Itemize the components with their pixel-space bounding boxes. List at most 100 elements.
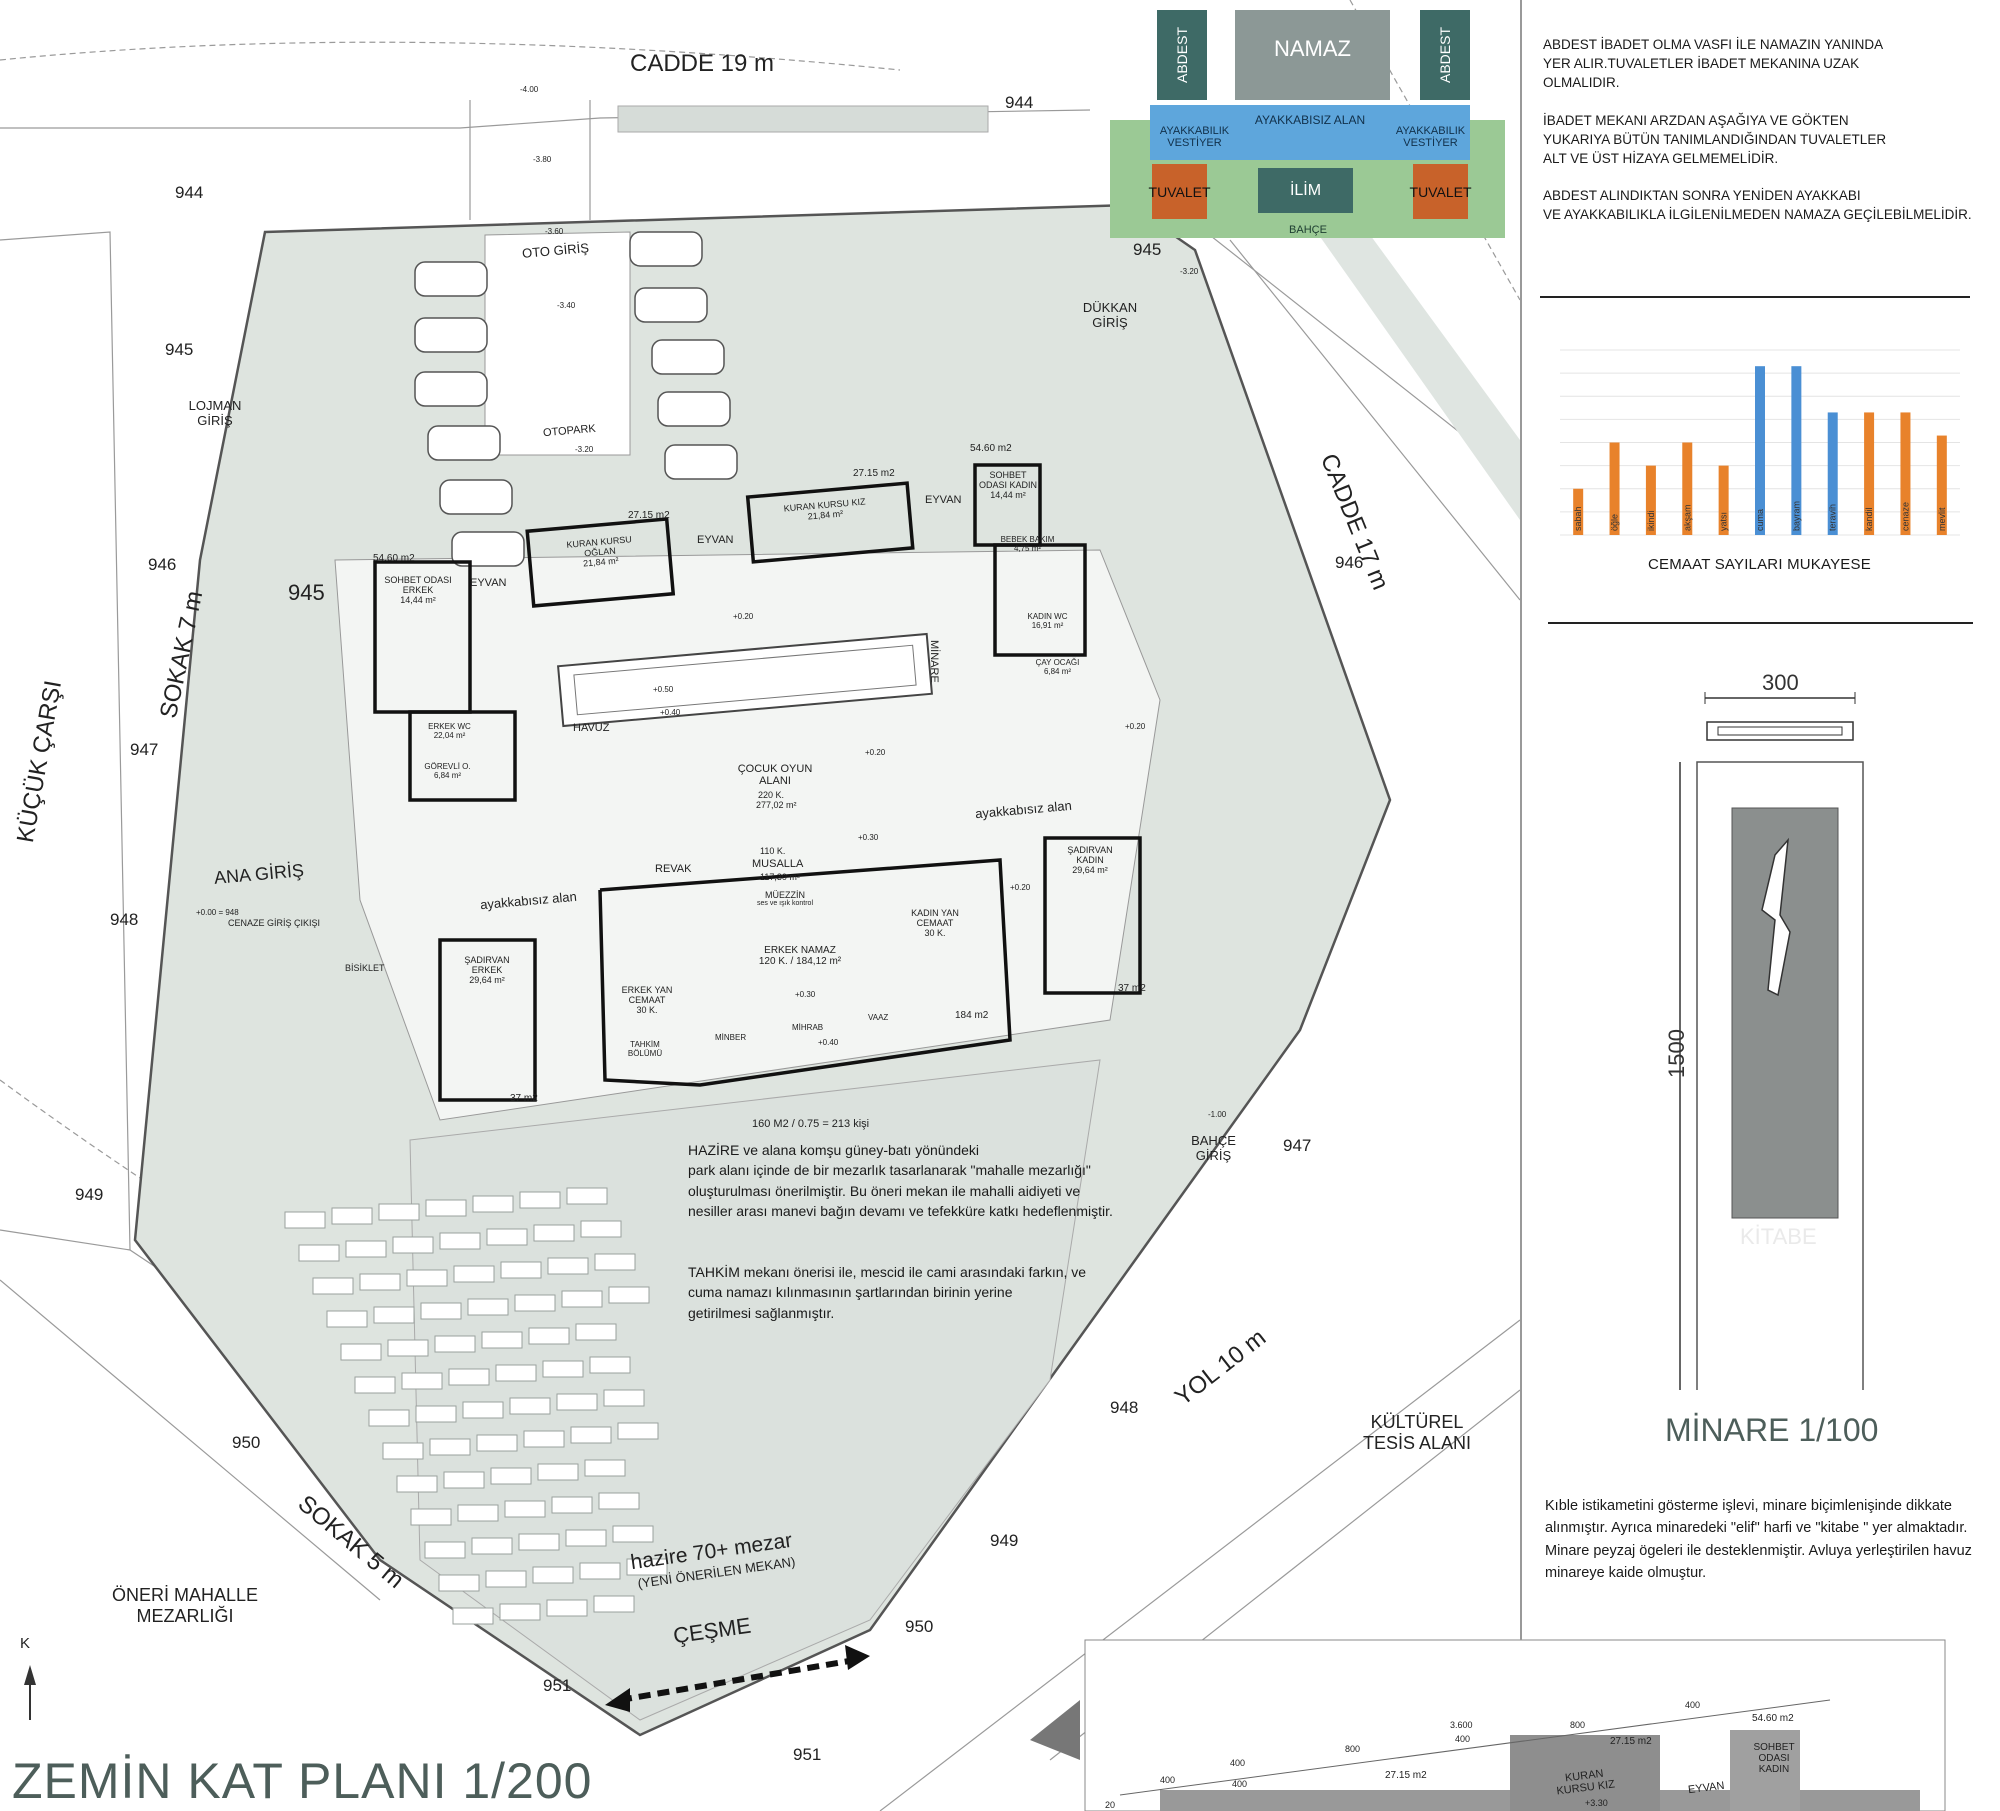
grave-plot — [495, 1364, 537, 1382]
room-total: 27.15 m2 — [853, 468, 895, 479]
chart-bar — [1682, 442, 1693, 535]
contour-label: 947 — [130, 740, 159, 759]
room-total: 54.60 m2 — [373, 553, 415, 564]
grave-plot — [434, 1335, 476, 1353]
note-abdest-1: ABDEST İBADET OLMA VASFI İLE NAMAZIN YAN… — [1543, 37, 1884, 90]
grave-plot — [589, 1356, 631, 1374]
grave-plot — [462, 1401, 504, 1419]
grave-plot — [284, 1211, 326, 1229]
cocuk-oyun-area: 277,02 m² — [756, 800, 797, 810]
chart-bar — [1755, 366, 1765, 535]
section-elev: +3.30 — [1585, 1798, 1608, 1808]
grave-plot — [298, 1244, 340, 1262]
section-dim: 400 — [1230, 1758, 1246, 1768]
contour-label: 948 — [110, 910, 139, 929]
note-abdest-3: ABDEST ALINDIKTAN SONRA YENİDEN AYAKKABI… — [1543, 188, 1972, 222]
grave-plot — [499, 1603, 541, 1621]
grave-plot — [594, 1253, 636, 1271]
area-eyvan: EYVAN — [925, 494, 962, 506]
grave-plot — [528, 1327, 570, 1345]
note-tahkim: TAHKİM mekanı önerisi ile, mescid ile ca… — [688, 1264, 1087, 1321]
grave-plot — [439, 1232, 481, 1250]
havuz-inner — [573, 644, 917, 716]
note-abdest-2: İBADET MEKANI ARZDAN AŞAĞIYA VE GÖKTEN Y… — [1543, 113, 1887, 166]
entrance-lojman: LOJMAN GİRİŞ — [188, 398, 242, 428]
minare-title: MİNARE 1/100 — [1665, 1412, 1879, 1448]
grave-plot — [331, 1207, 373, 1225]
minare-drawing — [1679, 692, 1864, 1390]
grave-plot — [570, 1426, 612, 1444]
grave-plot — [326, 1310, 368, 1328]
kitabe-label: KİTABE — [1740, 1224, 1817, 1249]
grave-plot — [396, 1475, 438, 1493]
contour-label: 946 — [1335, 553, 1364, 572]
grave-plot — [518, 1533, 560, 1551]
grave-plot — [410, 1508, 452, 1526]
elevation-mark: +0.20 — [865, 748, 886, 757]
grave-plot — [603, 1389, 645, 1407]
grave-plot — [471, 1537, 513, 1555]
chart-tick-label: ikindi — [1646, 510, 1656, 531]
section-area: 27.15 m2 — [1385, 1770, 1427, 1781]
chart-tick-label: öğle — [1610, 514, 1620, 531]
room-total: 37 m2 — [510, 1093, 538, 1104]
room-minber: MİNBER — [715, 1033, 747, 1042]
street-cadde-19: CADDE 19 m — [630, 50, 775, 77]
elevation-mark: +0.20 — [1125, 722, 1146, 731]
grave-plot — [340, 1343, 382, 1361]
area-minare: MİNARE — [928, 640, 940, 683]
grave-plot — [584, 1459, 626, 1477]
north-arrow-icon — [24, 1665, 36, 1720]
capacity-calc: 160 M2 / 0.75 = 213 kişi — [752, 1118, 870, 1130]
elevation-mark: -3.20 — [575, 445, 594, 454]
grave-plot — [579, 1562, 621, 1580]
section-dim: 800 — [1345, 1744, 1361, 1754]
chart-tick-label: kandil — [1864, 507, 1874, 531]
kible-letter: K — [20, 1635, 31, 1652]
divider-line — [1540, 296, 1970, 298]
grave-plot — [547, 1257, 589, 1275]
diagram-namaz: NAMAZ — [1235, 10, 1390, 100]
grave-plot — [452, 1607, 494, 1625]
room-mihrab: MİHRAB — [792, 1023, 824, 1032]
contour-label: 951 — [793, 1745, 822, 1764]
chart-tick-label: cuma — [1755, 509, 1765, 531]
building-walls — [373, 463, 1142, 1102]
area-musalla: MUSALLA — [752, 858, 804, 870]
minare-width-label: 300 — [1762, 670, 1799, 695]
grave-plot — [401, 1372, 443, 1390]
elevation-mark: +0.30 — [858, 833, 879, 842]
grave-plot — [485, 1570, 527, 1588]
entrance-bisiklet: BİSİKLET — [345, 963, 385, 973]
grave-plot — [457, 1504, 499, 1522]
diagram-tuvalet-right: TUVALET — [1410, 164, 1472, 219]
entrance-bahce: BAHÇE GİRİŞ — [1191, 1133, 1236, 1163]
elevation-mark: +0.20 — [1010, 883, 1031, 892]
diagram-ilim: İLİM — [1258, 168, 1353, 213]
elevation-mark: -3.40 — [557, 301, 576, 310]
elevation-mark: -3.60 — [545, 227, 564, 236]
section-area: 54.60 m2 — [1752, 1713, 1794, 1724]
note-hazire: HAZİRE ve alana komşu güney-batı yönünde… — [688, 1142, 1113, 1219]
chart-tick-label: sabah — [1573, 506, 1583, 531]
chart-bar — [1573, 488, 1584, 535]
contour-label: 945 — [288, 580, 325, 605]
grave-plot — [312, 1277, 354, 1295]
grave-plot — [626, 1558, 668, 1576]
grave-plot — [486, 1228, 528, 1246]
elevation-mark: -3.80 — [533, 155, 552, 164]
room-vaaz: VAAZ — [868, 1013, 889, 1022]
contour-label: 949 — [75, 1185, 104, 1204]
grave-plot — [373, 1306, 415, 1324]
chart-bar — [1827, 412, 1838, 535]
building-zone — [334, 549, 1161, 1121]
elevation-mark: +0.20 — [733, 612, 754, 621]
